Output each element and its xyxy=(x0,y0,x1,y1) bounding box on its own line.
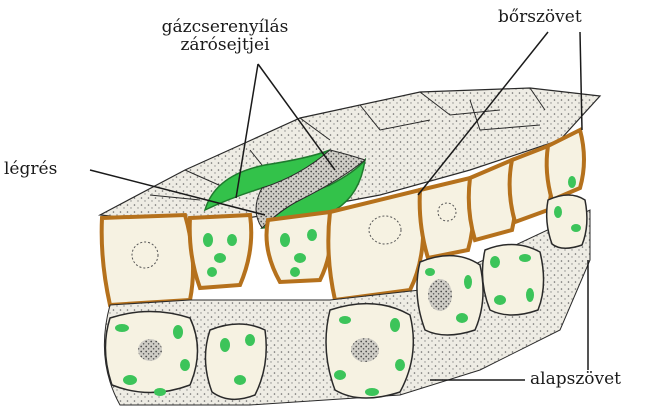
epidermis-label: bőrszövet xyxy=(498,8,582,26)
ground-tissue-label: alapszövet xyxy=(530,370,621,388)
guard-cells-label-line1: gázcserenyílás xyxy=(140,18,310,36)
guard-cells-label-line2: zárósejtjei xyxy=(140,36,310,54)
guard-cells-label: gázcserenyílás zárósejtjei xyxy=(140,18,310,54)
stoma-pore-label: légrés xyxy=(4,160,57,178)
